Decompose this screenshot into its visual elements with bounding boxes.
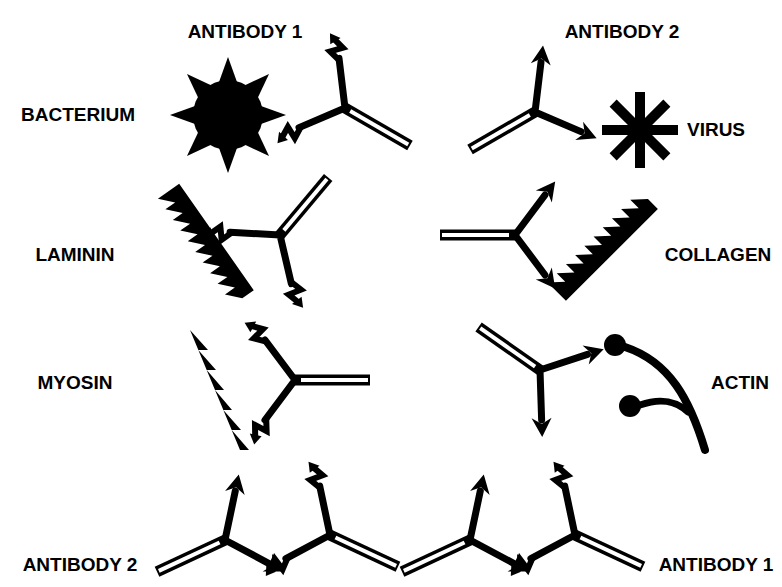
figure-label: LAMININ: [35, 244, 114, 266]
bacterium-figure: [170, 57, 286, 173]
bacterium-spike: [245, 68, 275, 98]
figure-label: MYOSIN: [38, 372, 113, 394]
collagen-figure: [548, 191, 658, 301]
figure-label: ANTIBODY 2: [23, 554, 138, 576]
bacterium-spike: [261, 106, 286, 124]
figure-label: ANTIBODY 1: [659, 554, 774, 576]
virus-figure: [602, 92, 678, 168]
figure-label: BACTERIUM: [21, 104, 135, 126]
laminin-figure: [158, 184, 254, 305]
antibody-figure: [440, 36, 606, 201]
myosin-figure: [190, 330, 249, 450]
figure-label: ACTIN: [711, 372, 769, 394]
actin-knob: [604, 334, 626, 356]
antibody-figure: [198, 137, 379, 317]
bacterium-spike: [245, 132, 275, 162]
antibody-figure: [500, 455, 670, 587]
bacterium-spike: [181, 132, 211, 162]
bacterium-spike: [170, 106, 195, 124]
virus-ray: [640, 103, 667, 130]
antibody-figure: [440, 175, 563, 294]
bacterium-spike: [219, 148, 237, 173]
antibody-figure: [444, 278, 613, 446]
antibody-figure: [243, 316, 370, 445]
actin-figure: [604, 334, 705, 450]
figure-label: VIRUS: [687, 119, 745, 141]
actin-branch: [640, 401, 688, 412]
figure-label: ANTIBODY 1: [188, 21, 303, 43]
figure-label: ANTIBODY 2: [565, 21, 680, 43]
figure-label: COLLAGEN: [665, 244, 772, 266]
bacterium-spike: [219, 57, 237, 82]
antibody-figure: [267, 27, 442, 203]
bacterium-spike: [181, 68, 211, 98]
actin-knob: [619, 395, 641, 417]
antibody-figure: [255, 455, 425, 587]
